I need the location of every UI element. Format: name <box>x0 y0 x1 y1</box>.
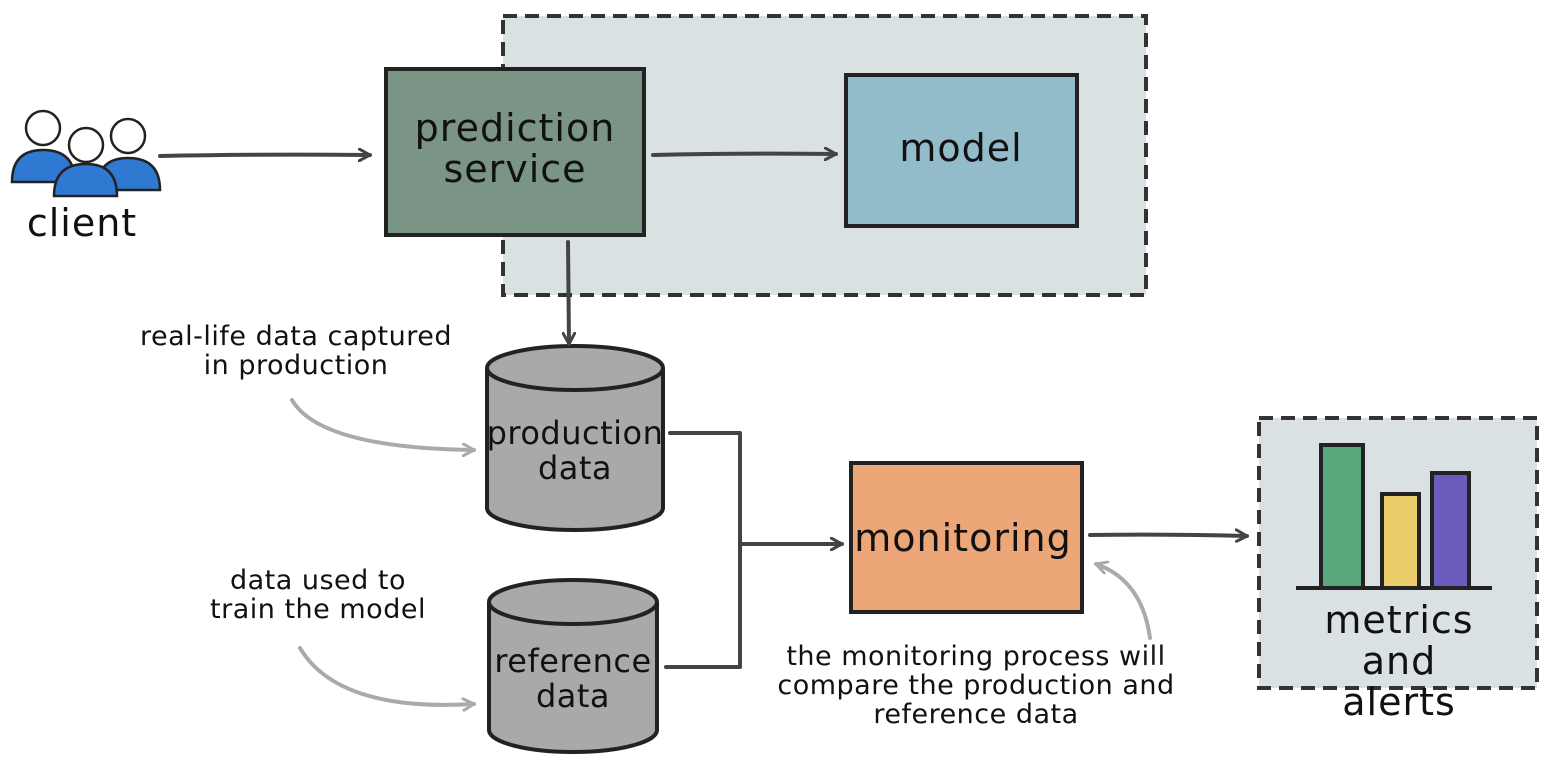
monitoring-to-metrics-arrow <box>1088 535 1249 536</box>
metrics-alerts-label: metrics and alerts <box>1324 598 1474 725</box>
service-to-production-arrow <box>568 240 569 346</box>
prediction-service-box <box>384 67 646 237</box>
monitoring-label: monitoring <box>854 516 1072 560</box>
bar-chart-icon <box>1296 443 1492 590</box>
prediction-service-label: prediction service <box>414 106 616 192</box>
production-data-label: production data <box>486 414 664 487</box>
service-to-model-arrow <box>651 154 838 155</box>
reference-note-arrow <box>298 646 476 705</box>
monitoring-process-note: the monitoring process will compare the … <box>777 641 1175 731</box>
reference-data-label: reference data <box>494 642 652 715</box>
reference-data-cylinder <box>487 578 659 754</box>
data-to-monitoring-connector <box>664 431 842 669</box>
client-people-icon <box>10 109 162 198</box>
reference-data-note: data used to train the model <box>210 565 426 626</box>
model-label: model <box>899 126 1023 170</box>
client-label: client <box>26 201 138 245</box>
production-data-cylinder <box>485 344 665 532</box>
client-to-service-arrow <box>158 155 372 156</box>
model-box <box>844 73 1079 228</box>
production-note-arrow <box>290 398 476 450</box>
monitoring-box <box>849 461 1084 614</box>
monitoring-note-arrow <box>1094 564 1152 640</box>
production-data-note: real-life data captured in production <box>140 321 452 382</box>
